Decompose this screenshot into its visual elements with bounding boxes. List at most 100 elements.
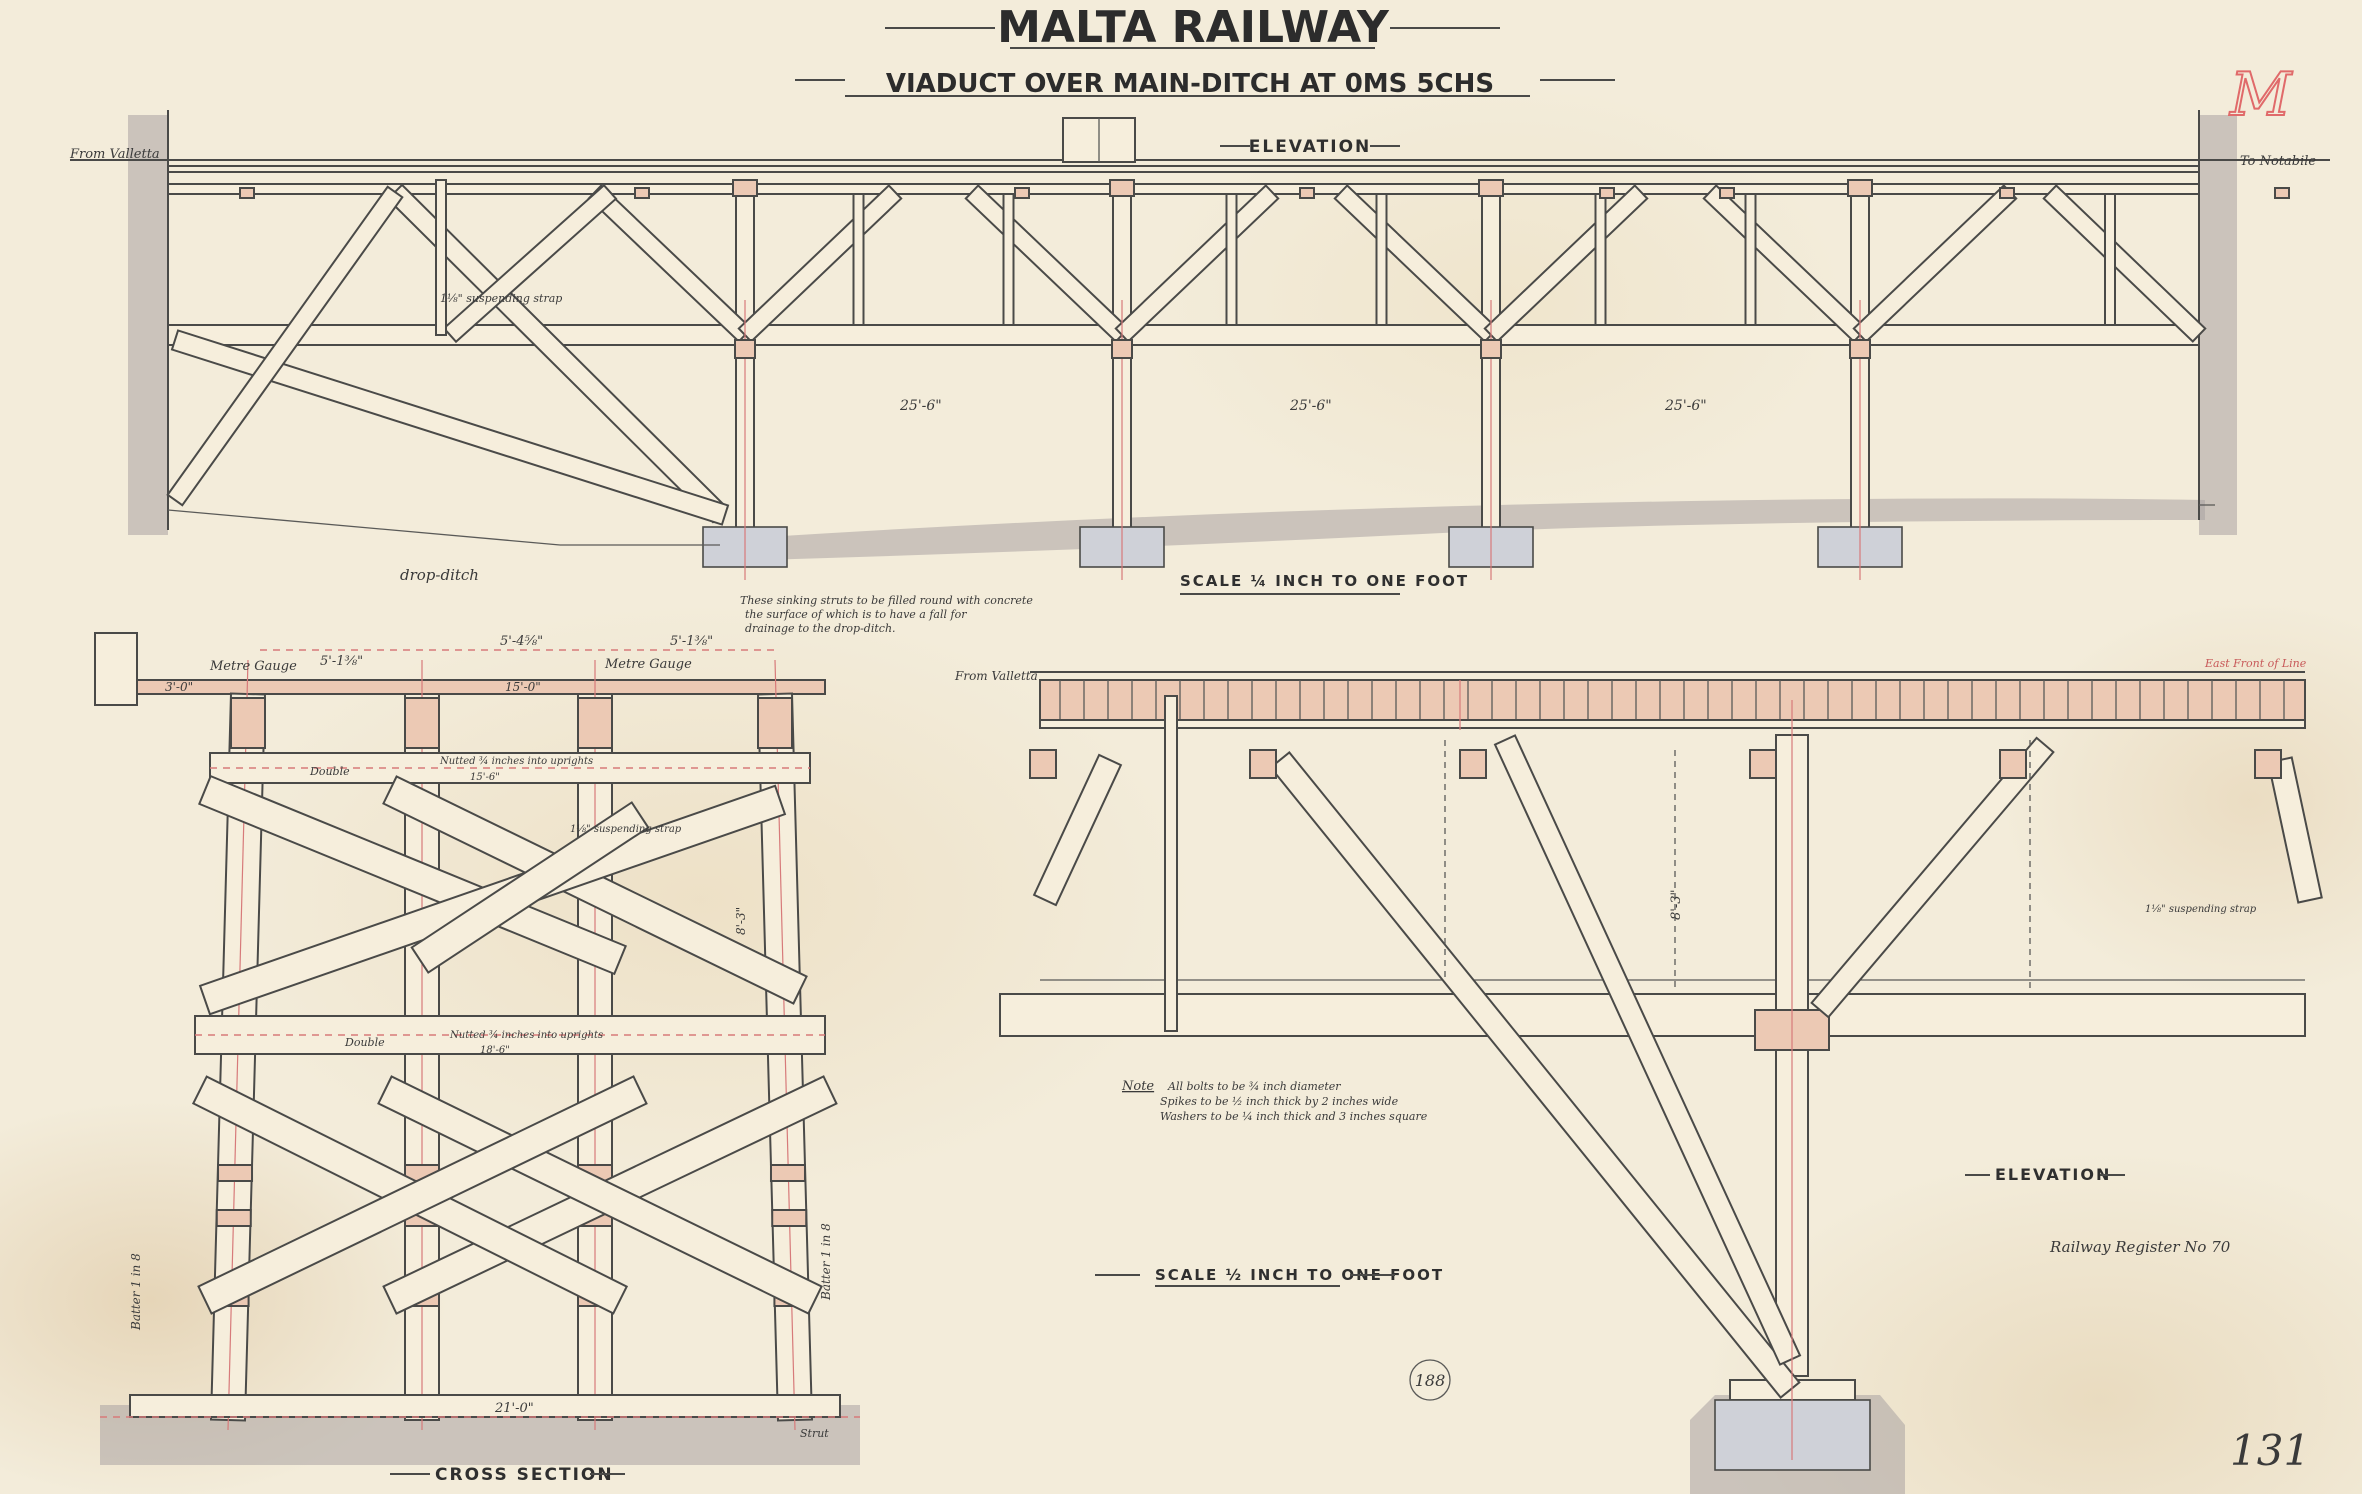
- walkway-width: 3'-0": [165, 680, 193, 694]
- span-dimension: 25'-6": [1664, 398, 1707, 414]
- sleeper-block: [634, 187, 650, 199]
- brace: [1032, 753, 1123, 907]
- pile-band: [217, 1164, 254, 1182]
- register-number: Railway Register No 70: [2049, 1238, 2231, 1256]
- double-label: Double: [344, 1036, 385, 1049]
- sleeper-block: [1299, 187, 1315, 199]
- vertical-hanger: [1164, 695, 1178, 1032]
- x-brace: [382, 775, 808, 1005]
- cap-block: [577, 697, 613, 749]
- title-block: MALTA RAILWAY VIADUCT OVER MAIN-DITCH AT…: [795, 2, 1615, 99]
- sleeper-block: [1014, 187, 1030, 199]
- top-elevation-view: ELEVATION From Valletta To Notabile 25'-…: [69, 137, 2316, 635]
- detail-elevation-label: ELEVATION: [1995, 1165, 2111, 1184]
- sheet-number-circle: [1409, 1359, 1451, 1401]
- bolster-block: [734, 339, 756, 359]
- height-dimension: 8'-3": [1669, 890, 1684, 921]
- span-dimension: 25'-6": [899, 398, 942, 414]
- note-line: Washers to be ¼ inch thick and 3 inches …: [1160, 1110, 1428, 1123]
- sleeper-length: 15'-0": [505, 680, 541, 694]
- vertical-hanger: [435, 179, 447, 336]
- left-abutment: [128, 115, 168, 535]
- truss-diagonal: [1483, 184, 1649, 343]
- sleeper-block: [2274, 187, 2290, 199]
- spacing-dimension: 5'-1⅜": [670, 634, 713, 649]
- bolster-block: [1111, 339, 1133, 359]
- longitudinal-deck: [1039, 679, 2306, 721]
- top-scale-label: SCALE ¼ INCH TO ONE FOOT: [1180, 572, 1469, 590]
- bolt-block: [1999, 749, 2027, 779]
- x-brace: [197, 1075, 648, 1315]
- stringer: [1039, 719, 2306, 729]
- spacing-dimension: 5'-1⅜": [320, 654, 363, 669]
- span-dimension: 25'-6": [1289, 398, 1332, 414]
- vertical-hanger: [1002, 193, 1015, 326]
- sleeper-block: [1599, 187, 1615, 199]
- batter-label: Batter 1 in 8: [819, 1223, 833, 1301]
- sleeper-block: [239, 187, 255, 199]
- top-chord: [167, 183, 2200, 195]
- drop-ditch-label: drop-ditch: [400, 566, 479, 584]
- drawing-title: MALTA RAILWAY: [997, 2, 1390, 53]
- pile-band: [215, 1209, 252, 1227]
- sleeper-block: [1719, 187, 1735, 199]
- ditch-profile: [167, 509, 561, 546]
- cross-section-label: CROSS SECTION: [435, 1465, 614, 1485]
- wale-length: 15'-6": [470, 772, 500, 783]
- transverse-sleeper: [94, 679, 826, 695]
- x-brace: [377, 1075, 823, 1315]
- from-valletta-label: From Valletta: [69, 147, 160, 162]
- cap-block: [404, 697, 440, 749]
- nutted-label: Nutted ¾ inches into uprights: [449, 1030, 603, 1041]
- vertical-hanger: [1375, 193, 1388, 326]
- x-brace: [410, 801, 650, 974]
- east-front-label: East Front of Line: [2204, 657, 2307, 670]
- truss-diagonal: [1852, 184, 2018, 343]
- vertical-hanger: [1594, 193, 1607, 326]
- pile-band: [771, 1209, 808, 1227]
- truss-diagonal: [1114, 184, 1280, 343]
- wale-length: 18'-6": [480, 1045, 510, 1056]
- truss-diagonal: [2042, 184, 2207, 343]
- structure-geometry: [70, 110, 2330, 1494]
- detail-scale-label: SCALE ½ INCH TO ONE FOOT: [1155, 1266, 1444, 1284]
- height-dimension: 8'-3": [734, 907, 748, 935]
- truss-diagonal: [1333, 184, 1499, 343]
- sleeper-block: [1999, 187, 2015, 199]
- suspending-strap-label: 1⅛" suspending strap: [570, 824, 682, 835]
- double-label: Double: [309, 765, 350, 778]
- bolt-block: [1749, 749, 1777, 779]
- pile-band: [769, 1164, 806, 1182]
- cross-section-view: CROSS SECTION 5'-1⅜" 5'-4⅝" 5'-1⅜" Metre…: [129, 634, 833, 1485]
- long-raking-strut: [1493, 734, 1802, 1366]
- vertical-hanger: [2104, 193, 2116, 326]
- truss-diagonal: [166, 185, 404, 507]
- raking-strut: [170, 329, 730, 526]
- cap-block: [1847, 179, 1873, 197]
- cap-block: [1478, 179, 1504, 197]
- concrete-note-line: the surface of which is to have a fall f…: [745, 608, 967, 621]
- cap-block: [230, 697, 266, 749]
- sheet-number: 188: [1415, 1371, 1446, 1390]
- vertical-hanger: [1225, 193, 1238, 326]
- base-dimension: 21'-0": [494, 1401, 534, 1416]
- top-elevation-label: ELEVATION: [1249, 137, 1372, 157]
- right-abutment: [2199, 115, 2237, 535]
- red-pencil-mark: M: [2229, 60, 2293, 130]
- walkway-bracket: [94, 632, 138, 706]
- bolster-block: [1849, 339, 1871, 359]
- strut-label: Strut: [800, 1427, 829, 1440]
- nutted-label: Nutted ¾ inches into uprights: [439, 756, 593, 767]
- note-title: Note: [1121, 1079, 1154, 1094]
- gauge-label: Metre Gauge: [209, 659, 297, 674]
- gauge-label: Metre Gauge: [604, 657, 692, 672]
- bolt-block: [1459, 749, 1487, 779]
- long-raking-strut: [1269, 751, 1801, 1399]
- cap-block: [732, 179, 758, 197]
- sill: [129, 1394, 841, 1418]
- from-valletta-label: From Valletta: [954, 669, 1038, 683]
- concrete-note-line: These sinking struts to be filled round …: [740, 594, 1033, 607]
- note-line: Spikes to be ½ inch thick by 2 inches wi…: [1160, 1095, 1399, 1108]
